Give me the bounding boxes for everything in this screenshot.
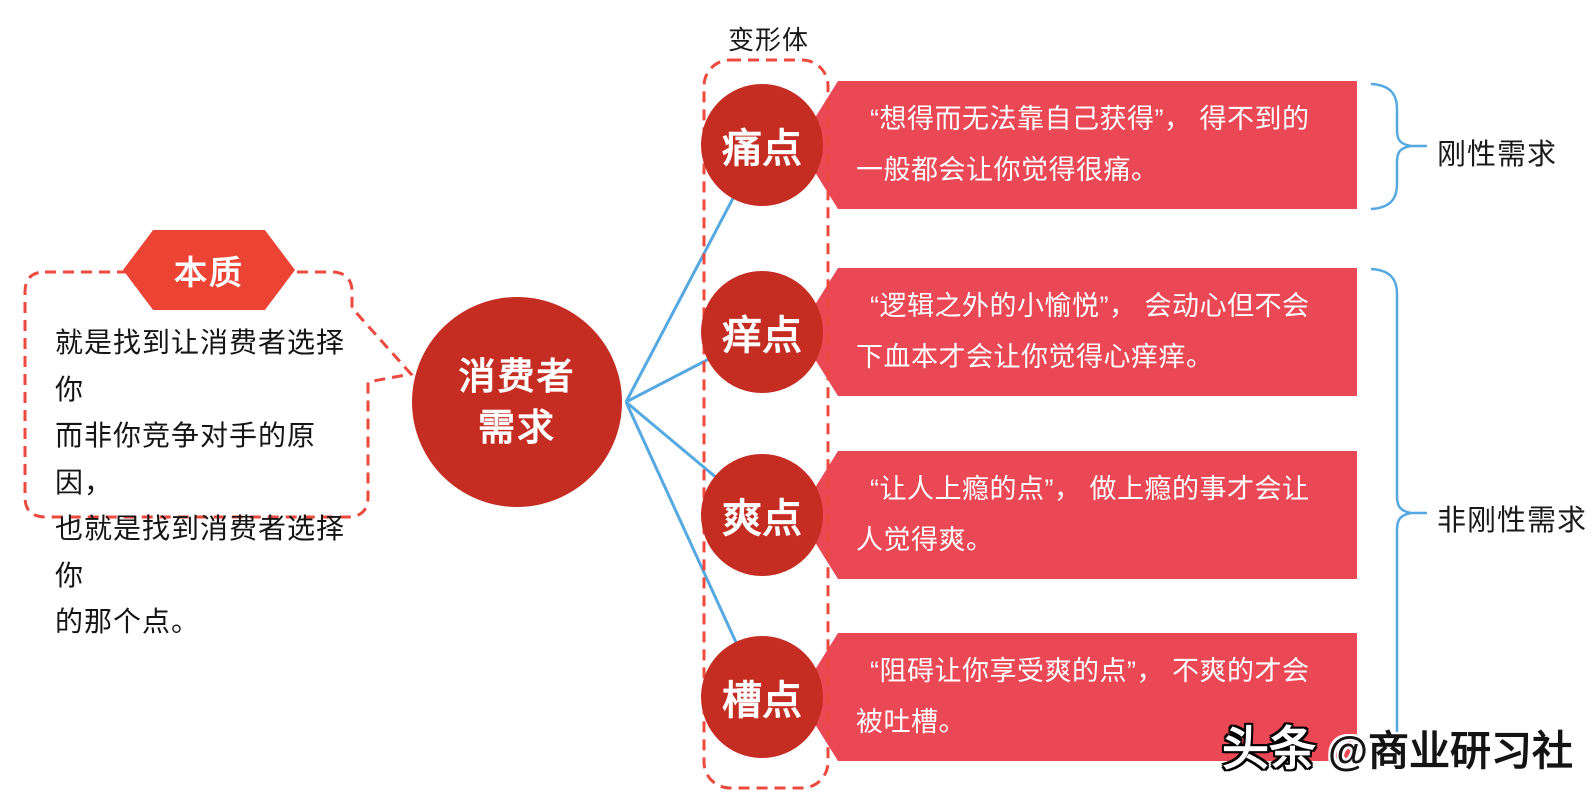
center-node-line-1: 消费者	[458, 356, 576, 397]
watermark-brand: 头条	[1222, 722, 1316, 775]
branch-circle-pleasure: 爽点	[701, 454, 823, 576]
essence-line-4: 的那个点。	[55, 606, 201, 637]
center-node-consumer-needs: 消费者 需求	[412, 297, 622, 507]
center-node-line-2: 需求	[478, 407, 556, 448]
desc-box-itch: “逻辑之外的小愉悦”， 会动心但不会下血本才会让你觉得心痒痒。	[798, 268, 1357, 396]
branch-circle-itch: 痒点	[701, 271, 823, 393]
desc-text-pain: “想得而无法靠自己获得”， 得不到的一般都会让你觉得很痛。	[856, 104, 1310, 185]
desc-box-complaint: “阻碍让你享受爽的点”， 不爽的才会被吐槽。	[798, 633, 1357, 761]
branch-label-complaint: 槽点	[722, 679, 802, 723]
branch-label-itch: 痒点	[722, 314, 802, 358]
essence-badge: 本质	[123, 230, 295, 310]
essence-line-2: 而非你竞争对手的原因，	[55, 420, 317, 498]
branch-label-pleasure: 爽点	[722, 497, 802, 541]
desc-text-itch: “逻辑之外的小愉悦”， 会动心但不会下血本才会让你觉得心痒痒。	[856, 291, 1310, 372]
essence-badge-label: 本质	[174, 254, 244, 291]
nonrigid-demand-label: 非刚性需求	[1437, 505, 1588, 537]
watermark-handle: @商业研习社	[1328, 728, 1573, 774]
desc-text-complaint: “阻碍让你享受爽的点”， 不爽的才会被吐槽。	[856, 656, 1310, 737]
brace-nonrigid-demand	[1370, 267, 1427, 767]
brace-rigid-demand	[1370, 82, 1427, 211]
variant-label: 变形体	[728, 25, 810, 55]
branch-circle-complaint: 槽点	[701, 636, 823, 758]
essence-line-3: 也就是找到消费者选择你	[55, 513, 346, 591]
rigid-demand-label: 刚性需求	[1437, 139, 1558, 171]
essence-line-1: 就是找到让消费者选择你	[55, 327, 346, 405]
desc-text-pleasure: “让人上瘾的点”， 做上瘾的事才会让人觉得爽。	[856, 474, 1310, 555]
watermark: 头条 @商业研习社	[1222, 710, 1573, 779]
branch-circle-pain: 痛点	[701, 84, 823, 206]
essence-description: 就是找到让消费者选择你 而非你竞争对手的原因， 也就是找到消费者选择你 的那个点…	[55, 320, 360, 646]
desc-box-pain: “想得而无法靠自己获得”， 得不到的一般都会让你觉得很痛。	[798, 81, 1357, 209]
desc-box-pleasure: “让人上瘾的点”， 做上瘾的事才会让人觉得爽。	[798, 451, 1357, 579]
branch-label-pain: 痛点	[722, 127, 802, 171]
